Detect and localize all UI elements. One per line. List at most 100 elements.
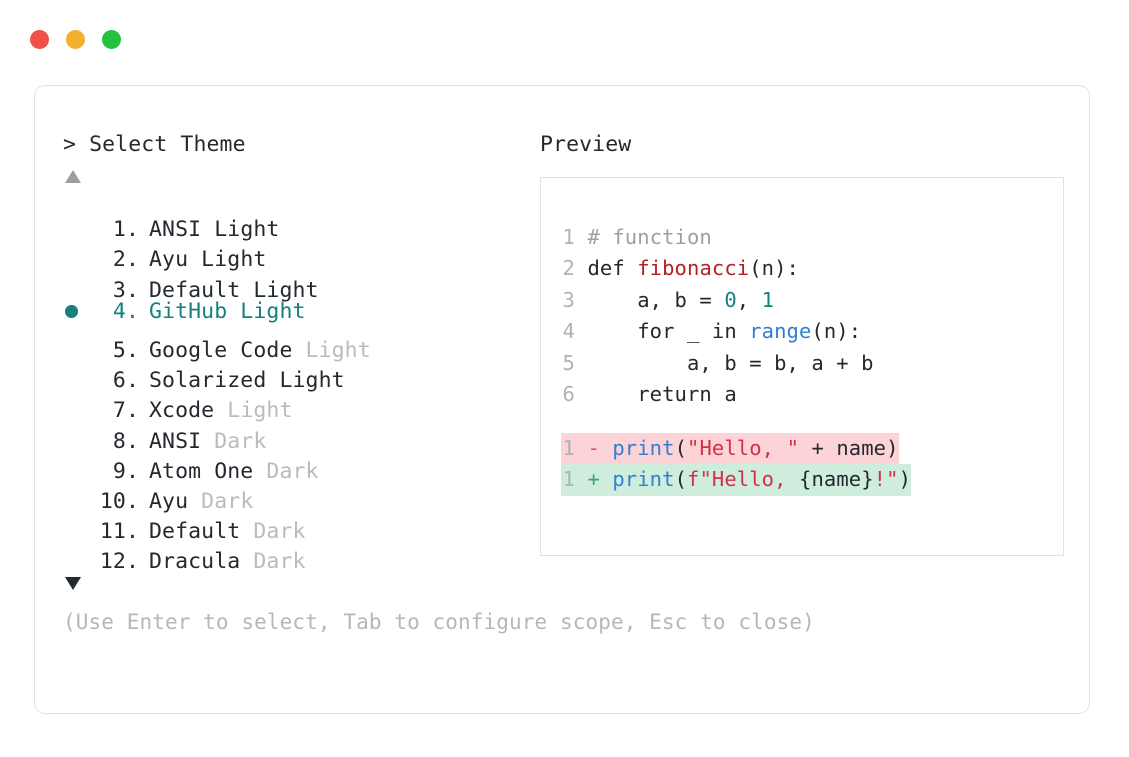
theme-item-variant: Light bbox=[188, 247, 267, 273]
code-token: a, b = bbox=[587, 287, 725, 312]
scroll-up-indicator[interactable] bbox=[63, 170, 533, 196]
page-title: Select Theme bbox=[89, 132, 246, 157]
theme-list-item[interactable]: 11. Default Dark bbox=[63, 508, 533, 544]
theme-item-variant: Dark bbox=[253, 458, 319, 484]
selected-dot-icon bbox=[65, 305, 78, 318]
selection-indicator bbox=[63, 387, 92, 417]
diff-line-minus: 1 - print("Hello, " + name) bbox=[561, 432, 899, 465]
code-token: fibonacci bbox=[637, 256, 750, 281]
theme-item-name: ANSI bbox=[149, 217, 202, 243]
theme-list-item[interactable]: 3. Default Light bbox=[63, 266, 533, 303]
theme-item-number: 11. bbox=[99, 519, 139, 545]
selection-indicator bbox=[63, 478, 92, 508]
code-token: ( bbox=[674, 467, 688, 492]
theme-list-item[interactable]: 6.Solarized Light bbox=[63, 357, 533, 393]
theme-item-name: Ayu bbox=[149, 488, 189, 514]
code-line: 5 a, b = b, a + b bbox=[561, 348, 1059, 379]
code-line: 3 a, b = 0, 1 bbox=[561, 285, 1059, 316]
theme-item-variant: Light bbox=[201, 217, 280, 243]
theme-item-name: Default bbox=[149, 519, 241, 545]
chevron-up-icon bbox=[65, 170, 81, 183]
theme-item-number: 7. bbox=[112, 398, 139, 424]
code-token: (n): bbox=[811, 319, 862, 344]
theme-list-item[interactable]: 10. Ayu Dark bbox=[63, 478, 533, 514]
minimize-button[interactable] bbox=[66, 30, 85, 49]
code-line: 4 for _ in range(n): bbox=[561, 316, 1059, 347]
theme-item-variant: Dark bbox=[240, 519, 306, 545]
selection-indicator bbox=[63, 206, 92, 236]
line-number: 3 bbox=[562, 287, 575, 312]
maximize-button[interactable] bbox=[102, 30, 121, 49]
theme-item-name: Google Code bbox=[149, 337, 293, 363]
theme-item-variant: Light bbox=[227, 298, 306, 324]
theme-item-name: Atom One bbox=[149, 458, 254, 484]
code-token: 0 bbox=[724, 287, 737, 312]
code-token: (n): bbox=[749, 256, 799, 281]
code-token: "Hello, " bbox=[687, 435, 800, 460]
code-line: 2 def fibonacci(n): bbox=[561, 253, 1059, 284]
theme-item-variant: Light bbox=[292, 337, 371, 363]
window-controls bbox=[30, 30, 121, 49]
theme-list-item[interactable]: 9. Atom One Dark bbox=[63, 448, 533, 484]
theme-item-number: 3. bbox=[112, 277, 139, 303]
theme-item-variant: Dark bbox=[240, 549, 306, 575]
theme-item-name: Xcode bbox=[149, 398, 215, 424]
theme-item-variant: Light bbox=[240, 277, 319, 303]
theme-list-item[interactable]: 7. Xcode Light bbox=[63, 387, 533, 423]
keyboard-hint: (Use Enter to select, Tab to configure s… bbox=[63, 610, 815, 634]
theme-item-number: 5. bbox=[112, 337, 139, 363]
line-number: 6 bbox=[562, 381, 575, 406]
code-token: for _ in bbox=[587, 319, 750, 344]
close-button[interactable] bbox=[30, 30, 49, 49]
theme-list-item[interactable]: 5. Google Code Light bbox=[63, 327, 533, 363]
code-token: 1 bbox=[761, 287, 775, 312]
diff-line-plus: 1 + print(f"Hello, {name}!") bbox=[561, 464, 912, 496]
theme-item-number: 2. bbox=[112, 247, 139, 273]
diff-marker: - bbox=[587, 435, 600, 460]
theme-item-number: 12. bbox=[99, 549, 139, 575]
theme-item-name: ANSI bbox=[149, 428, 202, 454]
code-token: # function bbox=[587, 225, 712, 249]
code-token: return a bbox=[587, 381, 737, 406]
theme-list-item[interactable]: 12. Dracula Dark bbox=[63, 538, 533, 574]
line-number: 1 bbox=[562, 225, 575, 249]
selection-indicator bbox=[63, 327, 92, 357]
theme-item-name: Solarized bbox=[149, 368, 267, 394]
diff-lines: 1 - print("Hello, " + name)1 + print(f"H… bbox=[561, 432, 1059, 496]
theme-item-variant: Light bbox=[214, 398, 293, 424]
code-token: f"Hello, bbox=[687, 467, 800, 492]
theme-list-item[interactable]: 1. ANSI Light bbox=[63, 206, 533, 242]
selection-indicator bbox=[63, 448, 92, 478]
selection-indicator bbox=[63, 538, 92, 568]
code-token: a, b = b, a + b bbox=[587, 350, 874, 375]
selection-indicator bbox=[63, 236, 92, 266]
line-number: 2 bbox=[562, 256, 575, 281]
theme-item-number: 10. bbox=[99, 488, 139, 514]
selection-indicator bbox=[63, 266, 92, 296]
theme-item-variant: Light bbox=[266, 368, 345, 394]
theme-item-number: 8. bbox=[112, 428, 139, 454]
theme-item-variant: Dark bbox=[188, 488, 254, 514]
line-number: 1 bbox=[562, 435, 575, 460]
theme-item-name: Dracula bbox=[149, 549, 241, 575]
code-token: print bbox=[612, 435, 675, 460]
line-number: 1 bbox=[562, 467, 575, 492]
code-line: 6 return a bbox=[561, 379, 1059, 410]
theme-list-item[interactable]: 2.Ayu Light bbox=[63, 236, 533, 272]
code-token: def bbox=[587, 256, 638, 281]
code-token: {name} bbox=[799, 467, 874, 492]
selection-indicator bbox=[63, 508, 92, 538]
theme-item-name: GitHub bbox=[149, 298, 228, 324]
theme-list-item[interactable]: 8.ANSI Dark bbox=[63, 417, 533, 454]
theme-list-item[interactable]: 4.GitHub Light bbox=[63, 297, 533, 327]
theme-item-number: 9. bbox=[112, 458, 139, 484]
scroll-down-indicator[interactable] bbox=[63, 577, 533, 603]
theme-item-name: Default bbox=[149, 277, 241, 303]
code-token: , bbox=[736, 287, 762, 312]
theme-item-number: 1. bbox=[112, 217, 139, 243]
code-token: ) bbox=[898, 467, 912, 492]
